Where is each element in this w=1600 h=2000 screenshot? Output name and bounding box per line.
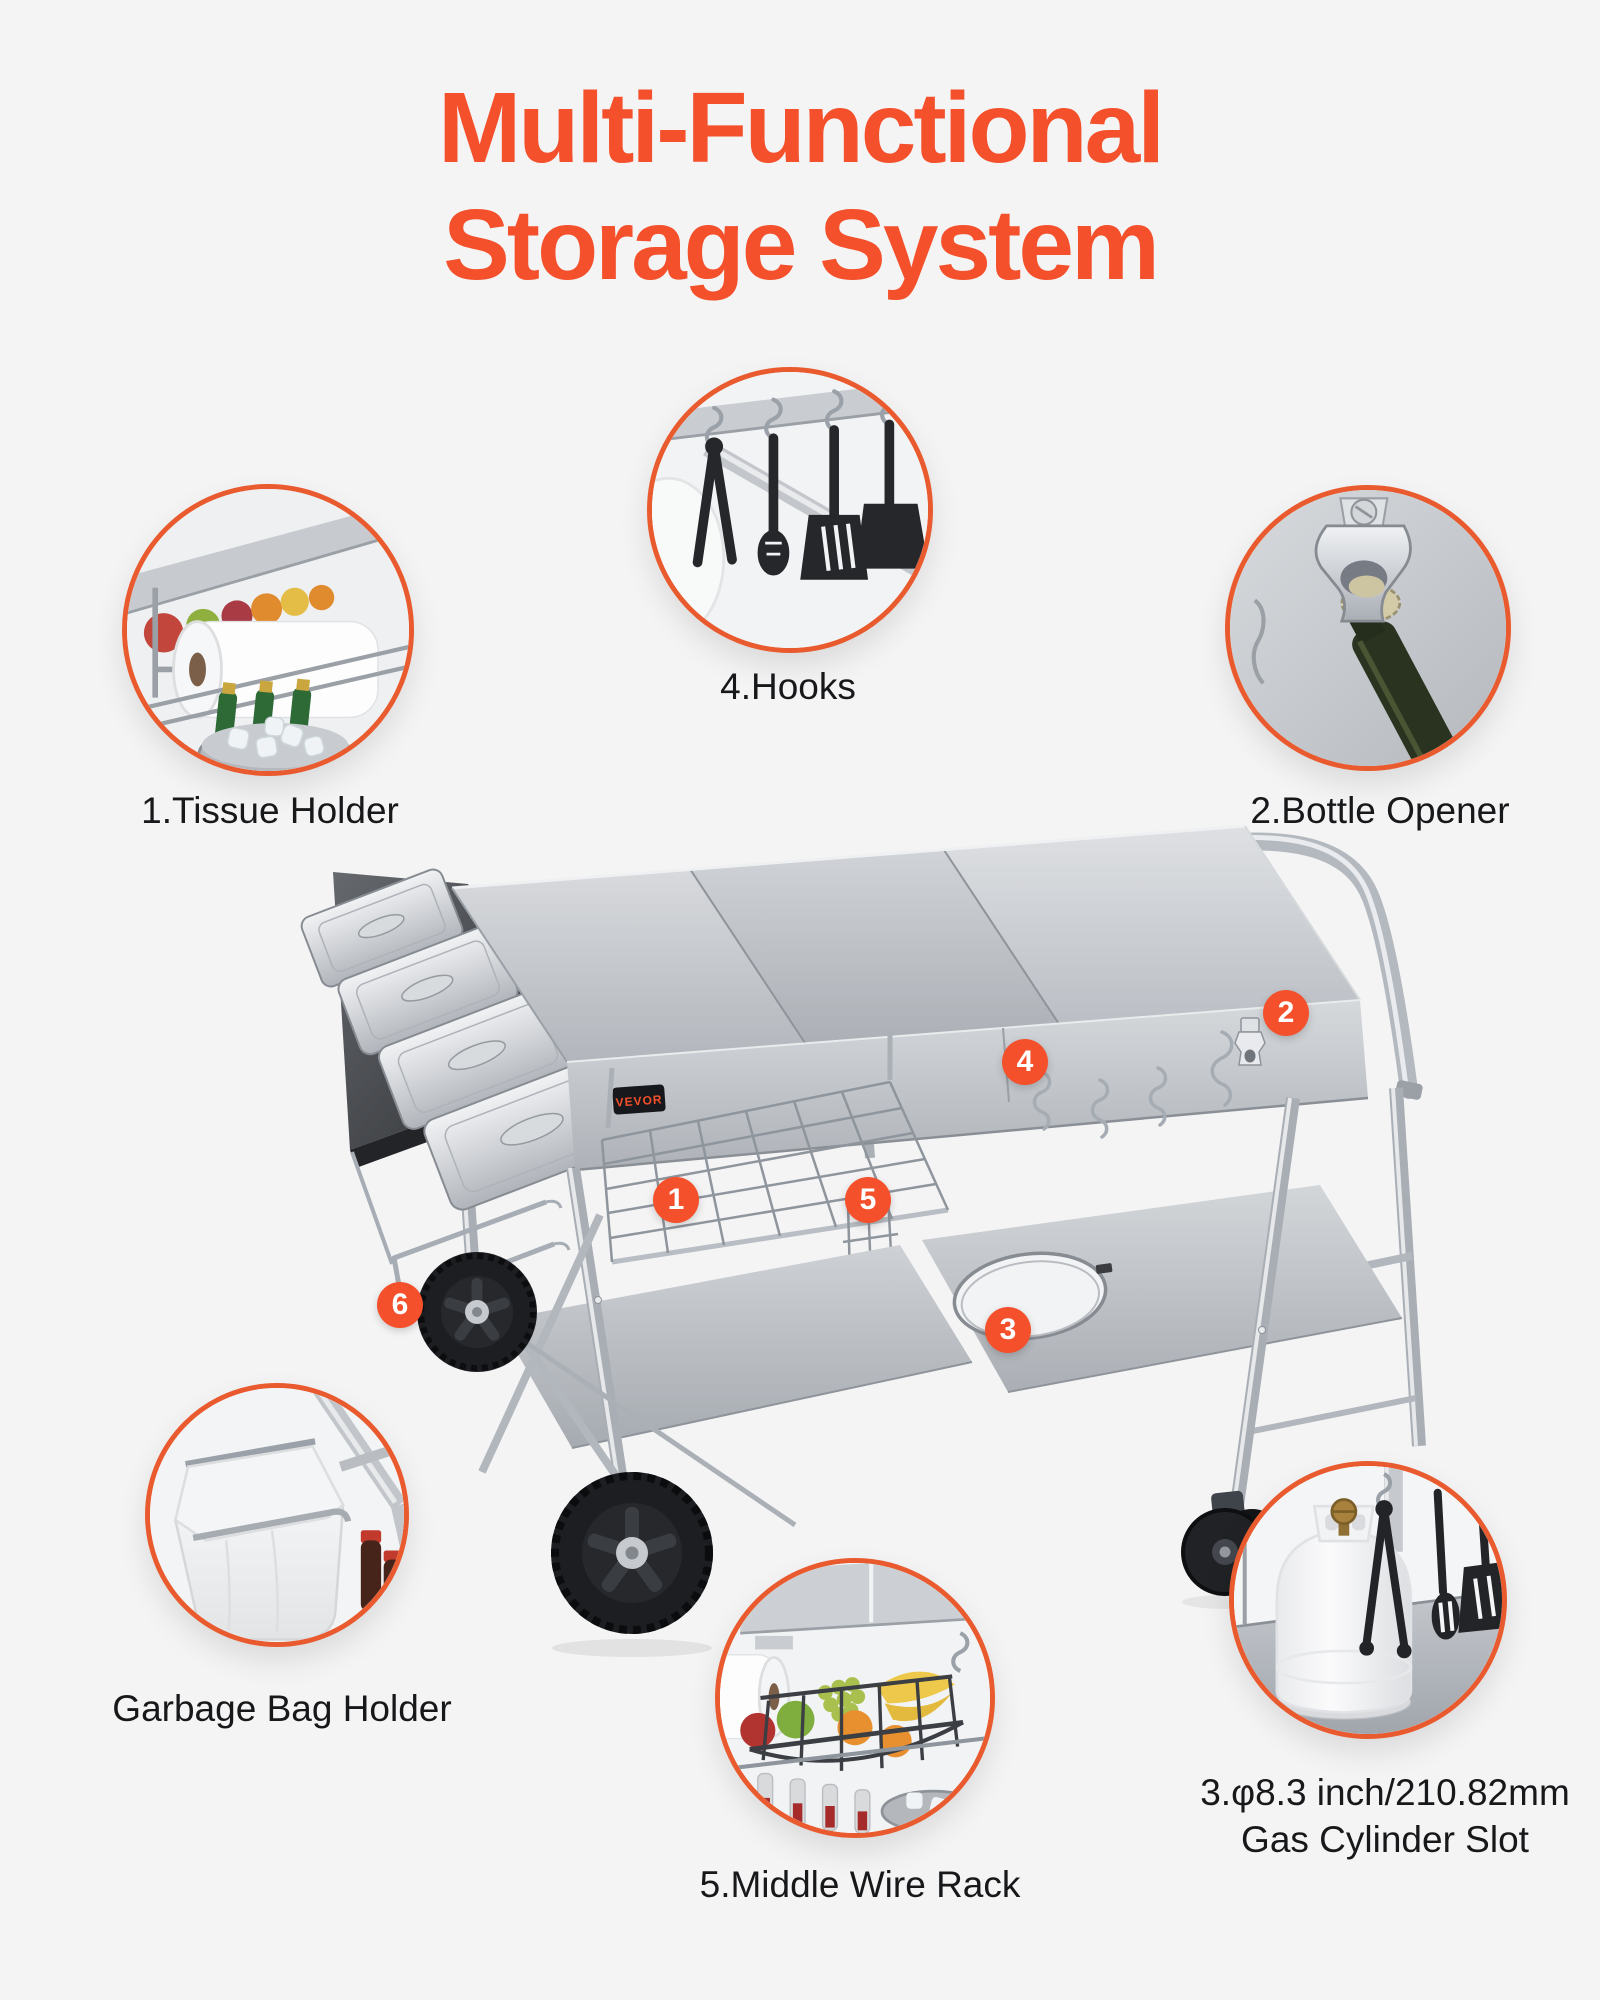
cart-lower-shelf-left — [498, 1245, 973, 1449]
badge-2-bottle-opener: 2 — [1263, 990, 1309, 1036]
badge-4-hooks: 4 — [1002, 1039, 1048, 1085]
paper-towel-roll-icon — [127, 489, 409, 771]
badge-1-tissue-holder: 1 — [653, 1177, 699, 1223]
page-title-line1: Multi-Functional — [437, 72, 1165, 184]
callout-label-hooks: 4.Hooks — [720, 666, 856, 707]
photo-garbage-bag-holder — [145, 1383, 409, 1647]
photo-bottle-opener — [1225, 485, 1511, 771]
page-title-line2: Storage System — [443, 189, 1160, 301]
callout-label-bottle-opener: 2.Bottle Opener — [1250, 790, 1510, 831]
cart-front-wheel — [551, 1472, 713, 1634]
badge-5-middle-wire-rack: 5 — [845, 1177, 891, 1223]
gas-label-line1: 3.φ8.3 inch/210.82mm — [1200, 1772, 1570, 1813]
badge-6-garbage-bag-holder: 6 — [377, 1282, 423, 1328]
badge-number: 2 — [1277, 996, 1295, 1029]
photo-gas-cylinder-slot — [1229, 1461, 1507, 1739]
callout-label-gas-cylinder-slot: 3.φ8.3 inch/210.82mm Gas Cylinder Slot — [1200, 1770, 1570, 1863]
callout-label-middle-wire-rack: 5.Middle Wire Rack — [699, 1864, 1021, 1905]
propane-tank-icon — [1234, 1466, 1502, 1734]
badge-number: 5 — [859, 1183, 877, 1216]
badge-number: 4 — [1016, 1045, 1034, 1078]
cart-bottle-opener — [1234, 1017, 1266, 1066]
cart-side-wheel — [417, 1252, 537, 1372]
cart-tabletop — [451, 824, 1361, 1063]
cart-front-panel: VEVOR — [566, 999, 1369, 1172]
cart-middle-wire-rack — [600, 1032, 950, 1265]
photo-tissue-holder — [122, 484, 414, 776]
vevor-logo-text: VEVOR — [615, 1092, 663, 1109]
vevor-logo: VEVOR — [612, 1084, 666, 1115]
badge-number: 3 — [999, 1313, 1017, 1346]
fruit-basket-icon — [720, 1563, 990, 1833]
garbage-bag-icon — [150, 1388, 404, 1642]
callout-label-tissue-holder: 1.Tissue Holder — [141, 790, 399, 831]
gas-label-line2: Gas Cylinder Slot — [1241, 1818, 1529, 1860]
callout-label-garbage-bag-holder: Garbage Bag Holder — [112, 1688, 452, 1729]
cart-lower-shelf-right — [922, 1185, 1403, 1393]
hanging-utensils-icon — [652, 372, 928, 648]
bottle-opener-icon — [1230, 490, 1506, 766]
badge-3-gas-cylinder-slot: 3 — [985, 1307, 1031, 1353]
cart-handle — [1183, 832, 1423, 1100]
photo-hooks — [647, 367, 933, 653]
badge-number: 6 — [391, 1288, 409, 1321]
cart-s-hooks — [1032, 1030, 1234, 1139]
photo-middle-wire-rack — [715, 1558, 995, 1838]
page-title: Multi-Functional Storage System — [0, 70, 1600, 304]
badge-number: 1 — [667, 1183, 685, 1216]
